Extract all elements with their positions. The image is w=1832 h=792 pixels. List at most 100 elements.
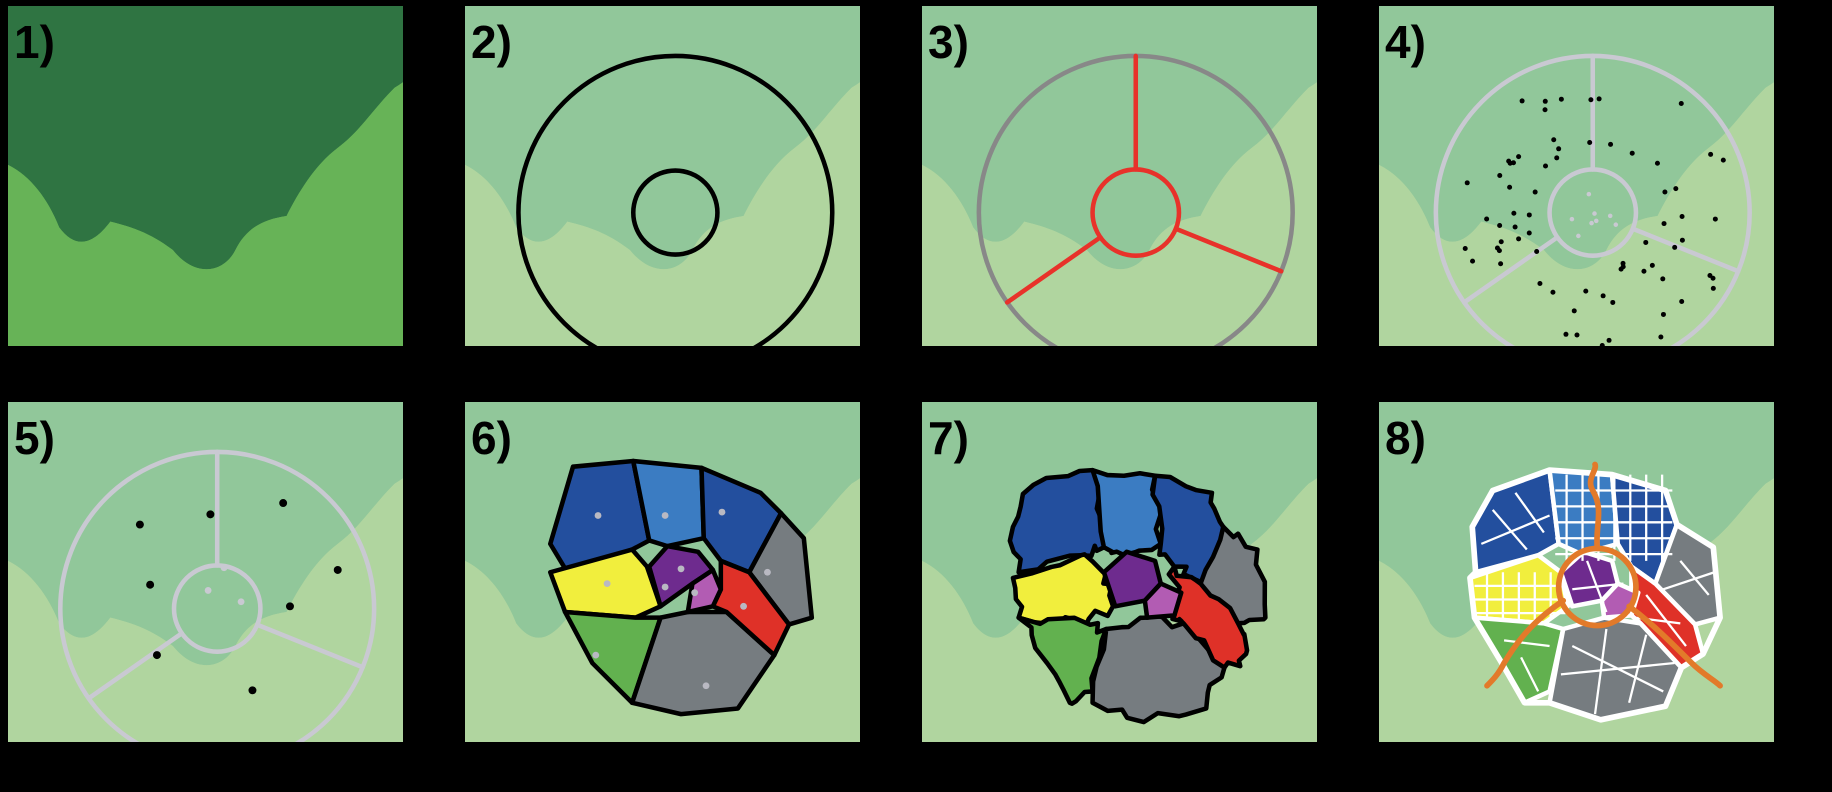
inner-seed-point xyxy=(237,598,245,606)
sector-divider-2 xyxy=(1630,226,1741,274)
seed-point xyxy=(1641,268,1647,274)
seed-point xyxy=(1462,245,1468,251)
seed-point xyxy=(1660,276,1666,282)
seed-point xyxy=(1587,140,1593,146)
seed-point xyxy=(1526,230,1532,236)
seed-point xyxy=(1710,275,1716,281)
inner-seed-point xyxy=(204,587,212,594)
block-street xyxy=(1514,492,1545,534)
outer-ring xyxy=(516,53,835,346)
southwest-road xyxy=(1484,597,1567,689)
seed-point xyxy=(1554,155,1560,161)
inner-ring xyxy=(631,168,720,257)
seed-point xyxy=(1620,260,1626,266)
seed-point xyxy=(1600,293,1606,299)
district-seed-point xyxy=(740,602,747,610)
seed-point xyxy=(1710,285,1716,291)
seed-point xyxy=(1672,244,1678,250)
panel-7-content xyxy=(922,402,1317,742)
panel-1-content xyxy=(8,6,403,346)
district-core-light xyxy=(1142,581,1184,620)
north-road xyxy=(1587,461,1602,552)
panel-label: 7) xyxy=(928,412,969,464)
seed-point xyxy=(1649,262,1655,268)
panel-label: 1) xyxy=(14,16,55,68)
seed-point xyxy=(1532,189,1538,195)
district-seed-point xyxy=(661,583,669,591)
inner-seed-point xyxy=(1613,222,1619,227)
seed-point xyxy=(279,499,288,507)
seed-point xyxy=(1534,248,1540,254)
panel-5: 5) xyxy=(8,402,403,742)
district-grey-east xyxy=(746,510,815,627)
seed-point xyxy=(1673,186,1679,192)
block-street xyxy=(1662,571,1715,591)
sector-divider-3 xyxy=(1461,235,1560,305)
sector-divider-2 xyxy=(254,622,365,670)
block-street xyxy=(1628,634,1648,704)
southeast-road xyxy=(1626,603,1723,689)
district-seed-point xyxy=(661,512,669,519)
inner-seed-point xyxy=(1589,220,1594,226)
seed-point xyxy=(135,520,144,529)
panel-label: 5) xyxy=(14,412,55,464)
panel-3-content xyxy=(922,6,1317,346)
seed-point xyxy=(1610,299,1616,305)
seed-point xyxy=(1571,308,1577,314)
district-seed-point xyxy=(677,565,685,573)
seed-point xyxy=(248,686,257,695)
panel-7: 7) xyxy=(922,402,1317,742)
seed-point xyxy=(1497,173,1503,179)
panel-2: 2) xyxy=(465,6,860,346)
district-seed-point xyxy=(592,651,600,659)
inner-seed-point xyxy=(1586,191,1592,197)
panel-6: 6) xyxy=(465,402,860,742)
seed-point xyxy=(1542,107,1548,113)
seed-point xyxy=(1550,289,1556,295)
seed-point xyxy=(1496,248,1502,254)
seed-point xyxy=(333,566,342,574)
seed-point xyxy=(1608,141,1614,147)
seed-point xyxy=(1708,151,1714,157)
district-blue-central xyxy=(1090,467,1165,558)
seed-point xyxy=(1606,337,1612,343)
block-street xyxy=(1520,656,1540,692)
seed-point xyxy=(1516,236,1522,242)
district-seed-point xyxy=(603,580,611,588)
seed-point xyxy=(1658,334,1664,340)
seed-point xyxy=(1497,222,1503,228)
seed-point xyxy=(1543,163,1549,169)
seed-point xyxy=(1464,180,1470,186)
panel-8-content xyxy=(1379,402,1774,742)
seed-point xyxy=(1512,224,1518,230)
seed-point xyxy=(1511,210,1517,216)
district-seed-point xyxy=(594,512,602,519)
seed-point xyxy=(1526,212,1532,218)
city-boundary xyxy=(1467,467,1723,723)
district-blue-central xyxy=(1547,467,1621,557)
seed-point xyxy=(1507,184,1513,190)
seed-point xyxy=(1712,216,1718,222)
panel-4-content xyxy=(1379,6,1774,346)
seed-point xyxy=(1519,98,1525,104)
panel-label: 2) xyxy=(471,16,512,68)
seed-point xyxy=(1654,160,1660,166)
seed-point xyxy=(1470,258,1476,264)
panel-8: 8) xyxy=(1379,402,1774,742)
panel-1: 1) xyxy=(8,6,403,346)
seed-point xyxy=(1679,213,1685,219)
seed-point xyxy=(1583,288,1589,294)
panel-4: 4) xyxy=(1379,6,1774,346)
sector-divider-3 xyxy=(86,631,185,701)
district-seed-point xyxy=(702,682,710,690)
seed-point xyxy=(206,510,215,519)
seed-point xyxy=(1678,101,1684,107)
seed-point xyxy=(1556,146,1562,152)
block-street xyxy=(1480,514,1550,545)
panel-3: 3) xyxy=(922,6,1317,346)
block-street xyxy=(1572,582,1624,591)
panel-5-content xyxy=(8,402,403,742)
seed-point xyxy=(1588,97,1594,103)
seed-point xyxy=(1629,150,1635,156)
